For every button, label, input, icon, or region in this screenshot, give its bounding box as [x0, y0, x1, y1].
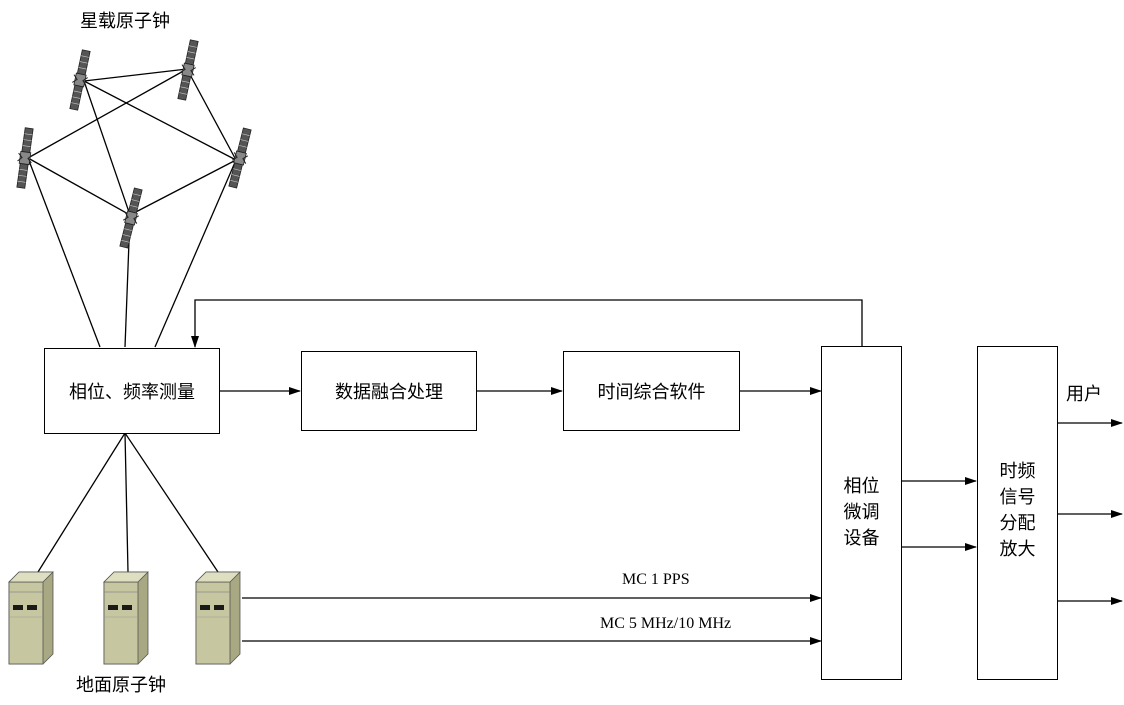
ground-clock-icon — [104, 572, 148, 664]
ground-clock-label: 地面原子钟 — [76, 675, 166, 697]
feedback-arrow — [195, 300, 862, 347]
ground-clock-icon — [9, 572, 53, 664]
measurement-block: 相位、频率测量 — [44, 348, 220, 434]
distribution-block: 时频 信号 分配 放大 — [977, 346, 1058, 680]
data-fusion-label: 数据融合处理 — [335, 378, 443, 404]
satellite-icon — [117, 187, 145, 249]
ground-links — [38, 433, 218, 572]
satellite-clock-label: 星载原子钟 — [80, 11, 170, 33]
measurement-label: 相位、频率测量 — [69, 378, 195, 404]
time-software-block: 时间综合软件 — [563, 351, 740, 431]
ground-clock-icon — [196, 572, 240, 664]
phase-adjust-label: 相位 微调 设备 — [844, 474, 880, 552]
user-output-label: 用户 — [1066, 384, 1102, 406]
distribution-label: 时频 信号 分配 放大 — [1000, 459, 1036, 563]
phase-adjust-block: 相位 微调 设备 — [821, 346, 902, 680]
satellite-icon — [14, 127, 36, 188]
satellite-icon — [226, 127, 254, 189]
time-software-label: 时间综合软件 — [598, 378, 706, 404]
pps-signal-label: MC 1 PPS — [622, 571, 690, 589]
data-fusion-block: 数据融合处理 — [301, 351, 477, 431]
freq-signal-label: MC 5 MHz/10 MHz — [600, 615, 731, 633]
